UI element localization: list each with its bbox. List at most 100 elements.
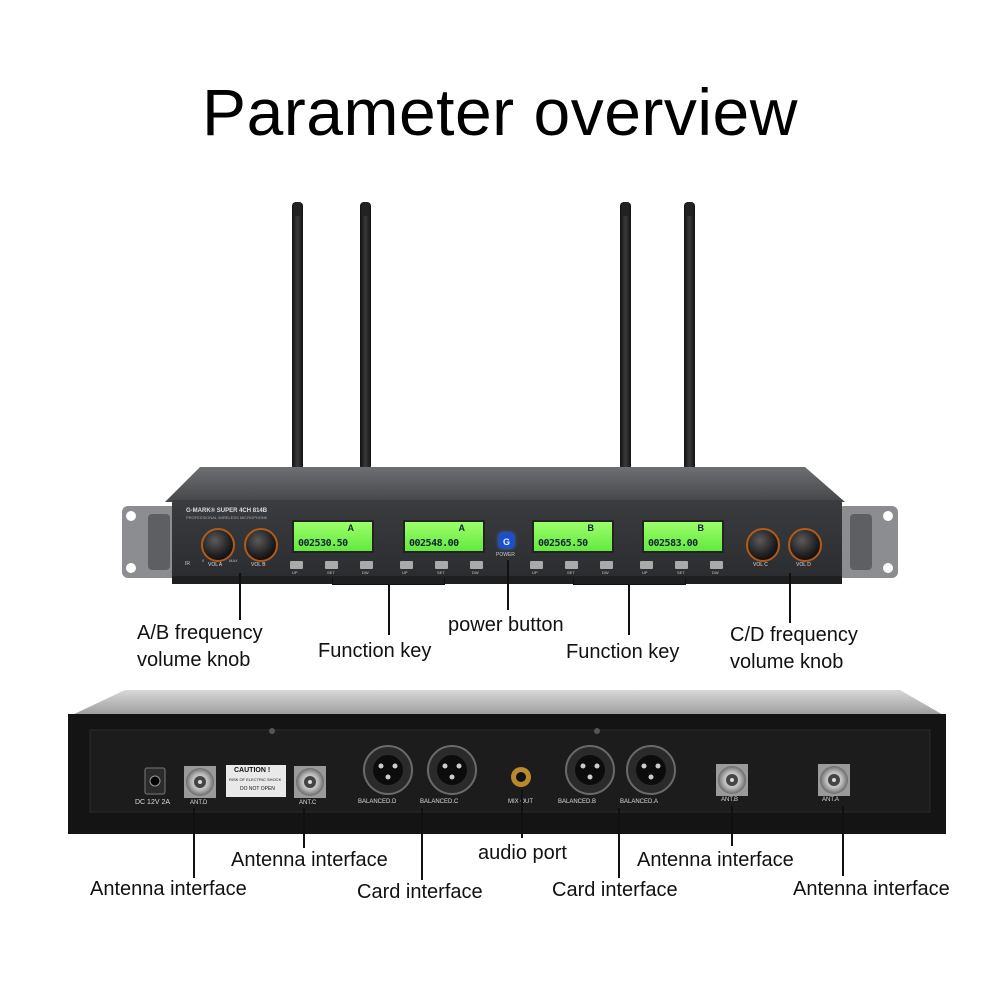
bnc-ant-b [716,764,748,796]
knob-vol-b[interactable] [244,528,278,562]
key-dw-button[interactable] [710,561,723,569]
bracket-left-tick-l [332,578,333,585]
key-label-up: UP [292,570,298,575]
callout-antenna-b: Antenna interface [637,849,794,871]
callout-cd-knob-line1: C/D frequency [730,624,858,646]
callout-power-button: power button [448,614,564,636]
callout-ab-knob-line1: A/B frequency [137,622,263,644]
knob-label-vol-a: VOL A [208,562,223,568]
xlr-balanced-b [565,745,615,795]
callout-line-function-left [388,585,390,635]
callout-function-key-left: Function key [318,640,432,662]
ant-b-label: ANT.B [721,797,739,803]
page-title: Parameter overview [202,75,798,149]
brand-label: G-MARK® SUPER 4CH 814B [186,508,268,514]
key-dw-button[interactable] [600,561,613,569]
lcd-channel: B [587,523,595,533]
lcd-channel: B [697,523,705,533]
lcd-display-1: A 002530.50 [292,520,374,553]
callout-antenna-a: Antenna interface [793,878,950,900]
balanced-c-label: BALANCED.C [420,799,459,805]
key-up-button[interactable] [290,561,303,569]
xlr-balanced-a [626,745,676,795]
callout-line-ant-c [303,808,305,848]
bracket-left-tick-r [444,578,445,585]
caution-line1: RISK OF ELECTRIC SHOCK [229,777,282,782]
knob-label-vol-c: VOL C [753,562,768,568]
key-up-button[interactable] [400,561,413,569]
power-button[interactable]: G [499,533,514,548]
lcd-frequency: 002548.00 [409,538,459,549]
function-keys-group-3: UP SET DW [530,561,620,577]
callout-card-left: Card interface [357,881,483,903]
callout-antenna-d: Antenna interface [90,878,247,900]
key-dw-button[interactable] [470,561,483,569]
lcd-display-3: B 002565.50 [532,520,614,553]
knob-vol-c[interactable] [746,528,780,562]
antenna-group [292,202,695,470]
xlr-balanced-c [427,745,477,795]
bnc-ant-a [818,764,850,796]
function-keys-group-1: UP SET DW [290,561,380,577]
key-label-up: UP [532,570,538,575]
callout-line-ant-d [193,808,195,878]
xlr-balanced-d [363,745,413,795]
key-label-set: SET [327,570,335,575]
callout-line-power [507,560,509,610]
knob-vol-a[interactable] [201,528,235,562]
callout-line-ant-b [731,806,733,846]
key-up-button[interactable] [530,561,543,569]
lcd-frequency: 002565.50 [538,538,588,549]
ant-d-label: ANT.D [190,800,208,806]
lcd-channel: A [458,523,466,533]
caution-title: CAUTION ! [234,767,271,774]
callout-cd-knob-line2: volume knob [730,651,844,673]
power-label: POWER [496,552,515,558]
lcd-frequency: 002583.00 [648,538,698,549]
ant-a-label: ANT.A [822,797,840,803]
ir-label: IR [185,561,190,567]
callout-line-function-right [628,585,630,635]
callout-line-ab-knob [239,573,241,620]
key-set-button[interactable] [675,561,688,569]
brand-subtitle: PROFESSIONAL WIRELESS MICROPHONE [186,515,268,520]
callout-function-key-right: Function key [566,641,680,663]
key-label-dw: DW [602,570,609,575]
rear-dc-label: DC 12V 2A [135,799,171,806]
callout-audio-port: audio port [478,842,567,864]
callout-ab-knob-line2: volume knob [137,649,251,671]
callout-line-card-left [421,808,423,880]
key-label-set: SET [677,570,685,575]
function-keys-group-2: UP SET DW [400,561,490,577]
key-set-button[interactable] [565,561,578,569]
bracket-right-tick-r [685,578,686,585]
function-keys-group-4: UP SET DW [640,561,730,577]
key-label-set: SET [437,570,445,575]
key-label-dw: DW [362,570,369,575]
key-up-button[interactable] [640,561,653,569]
knob-scale-min: 0 [202,558,205,563]
knob-label-vol-d: VOL D [796,562,811,568]
key-label-up: UP [642,570,648,575]
key-dw-button[interactable] [360,561,373,569]
callout-card-right: Card interface [552,879,678,901]
key-set-button[interactable] [325,561,338,569]
callout-line-audio [521,790,523,838]
knob-label-vol-b: VOL B [251,562,266,568]
caution-line2: DO NOT OPEN [240,786,275,792]
callout-line-card-right [618,808,620,878]
key-label-dw: DW [712,570,719,575]
callout-line-cd-knob [789,573,791,623]
knob-vol-d[interactable] [788,528,822,562]
bracket-right-tick-l [573,578,574,585]
bracket-left [332,584,445,585]
lcd-channel: A [347,523,355,533]
lcd-frequency: 002530.50 [298,538,348,549]
key-label-up: UP [402,570,408,575]
lcd-display-2: A 002548.00 [403,520,485,553]
bnc-ant-d [184,766,216,798]
callout-antenna-c: Antenna interface [231,849,388,871]
key-label-dw: DW [472,570,479,575]
key-set-button[interactable] [435,561,448,569]
bnc-ant-c [294,766,326,798]
